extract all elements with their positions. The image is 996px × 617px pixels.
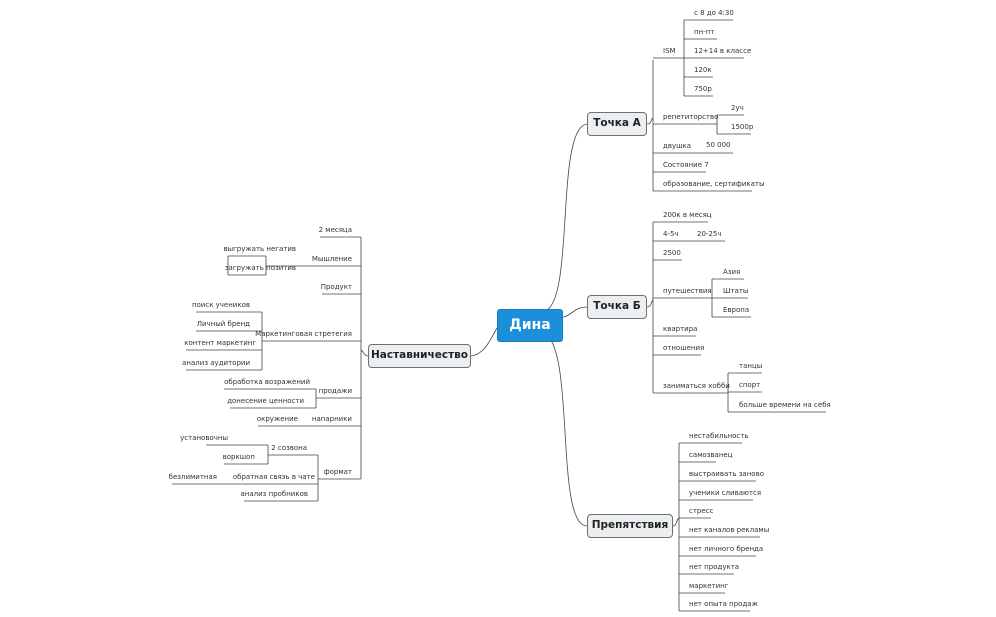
obstacle-item[interactable]: нет каналов рекламы [689, 526, 770, 534]
obstacle-item[interactable]: нет опыта продаж [689, 600, 758, 608]
node-income[interactable]: 200к в месяц [663, 211, 712, 219]
node-marketing-child[interactable]: поиск учеников [191, 301, 250, 309]
topic-mentoring[interactable]: Наставничество [368, 344, 471, 368]
node-hobby-child[interactable]: больше времени на себя [739, 401, 831, 409]
obstacle-item[interactable]: нет продукта [689, 563, 740, 571]
topic-obstacles[interactable]: Препятствия [587, 514, 673, 538]
node-travel-child[interactable]: Штаты [723, 287, 749, 295]
node-marketing[interactable]: Маркетинговая стретегия [255, 330, 352, 338]
node-format-calls-child[interactable]: установочны [180, 434, 228, 442]
node-format[interactable]: формат [323, 468, 352, 476]
node-hobby[interactable]: заниматься хобби [663, 382, 730, 390]
obstacle-item[interactable]: нет личного бренда [689, 545, 764, 553]
node-ism-child[interactable]: 120к [694, 66, 712, 74]
node-hobby-child[interactable]: спорт [739, 381, 761, 389]
node-tutoring-child[interactable]: 1500р [731, 123, 754, 131]
node-tutoring[interactable]: репетиторство [663, 113, 719, 121]
node-format-calls[interactable]: 2 созвона [271, 444, 307, 452]
node-ism-child[interactable]: 750р [694, 85, 712, 93]
node-mindset-child[interactable]: загружать позитив [224, 264, 296, 272]
node-format-chat-child[interactable]: безлимитная [168, 473, 217, 481]
node-tutoring-child[interactable]: 2уч [731, 104, 744, 112]
node-marketing-child[interactable]: Личный бренд [196, 320, 250, 328]
node-hobby-child[interactable]: танцы [739, 362, 763, 370]
node-flat[interactable]: квартира [663, 325, 698, 333]
central-topic[interactable]: Дина [497, 309, 563, 342]
node-sales-child[interactable]: обработка возражений [224, 378, 310, 386]
node-ism[interactable]: ISM [663, 47, 676, 55]
node-mindset-child[interactable]: выгружать негатив [223, 245, 296, 253]
node-format-chat[interactable]: обратная связь в чате [232, 473, 315, 481]
node-state[interactable]: Состояние 7 [663, 161, 709, 169]
node-ism-child[interactable]: 12+14 в классе [694, 47, 752, 55]
node-marketing-child[interactable]: анализ аудитории [182, 359, 250, 367]
node-amount[interactable]: 2500 [663, 249, 681, 257]
topic-point-b[interactable]: Точка Б [587, 295, 647, 319]
node-ism-child[interactable]: с 8 до 4:30 [694, 9, 734, 17]
obstacle-item[interactable]: стресс [689, 507, 714, 515]
node-format-calls-child[interactable]: воркшоп [222, 453, 255, 461]
node-hours-value[interactable]: 20-25ч [697, 230, 722, 238]
node-partners-child[interactable]: окружение [256, 415, 298, 423]
node-travel[interactable]: путешествия [663, 287, 712, 295]
node-education[interactable]: образование, сертификаты [663, 180, 765, 188]
node-hours[interactable]: 4-5ч [663, 230, 679, 238]
topic-point-a[interactable]: Точка А [587, 112, 647, 136]
obstacle-item[interactable]: нестабильность [689, 432, 749, 440]
node-mindset[interactable]: Мышление [311, 255, 352, 263]
node-ism-child[interactable]: пн-пт [694, 28, 715, 36]
node-partners[interactable]: напарники [311, 415, 352, 423]
node-format-analysis[interactable]: анализ пробников [240, 490, 308, 498]
obstacle-item[interactable]: ученики сливаются [689, 489, 762, 497]
obstacle-item[interactable]: самозванец [689, 451, 733, 459]
node-duration[interactable]: 2 месяца [318, 226, 352, 234]
node-apartment[interactable]: двушка [663, 142, 692, 150]
node-product[interactable]: Продукт [320, 283, 352, 291]
obstacle-item[interactable]: выстраивать заново [689, 470, 764, 478]
node-marketing-child[interactable]: контент маркетинг [184, 339, 256, 347]
node-travel-child[interactable]: Европа [723, 306, 750, 314]
obstacle-item[interactable]: маркетинг [689, 582, 729, 590]
node-relations[interactable]: отношения [663, 344, 705, 352]
node-sales[interactable]: продажи [318, 387, 352, 395]
node-travel-child[interactable]: Азия [723, 268, 741, 276]
node-apartment-value[interactable]: 50 000 [706, 141, 731, 149]
node-sales-child[interactable]: донесение ценности [227, 397, 304, 405]
